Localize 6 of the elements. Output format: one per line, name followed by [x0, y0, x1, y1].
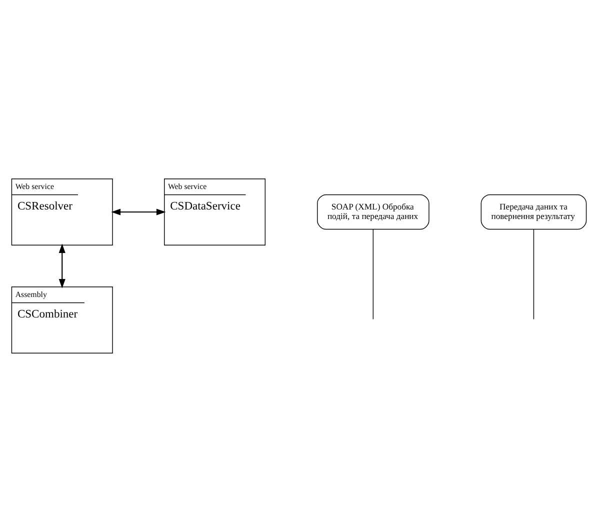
- arrow: [58, 243, 66, 288]
- arrow: [111, 208, 166, 215]
- node-box: SOAP (XML) Обробка подій, та передача даних: [317, 194, 430, 230]
- connector: [533, 228, 534, 320]
- connector: [372, 228, 374, 320]
- node-box: Передача даних та повернення результату: [480, 194, 587, 230]
